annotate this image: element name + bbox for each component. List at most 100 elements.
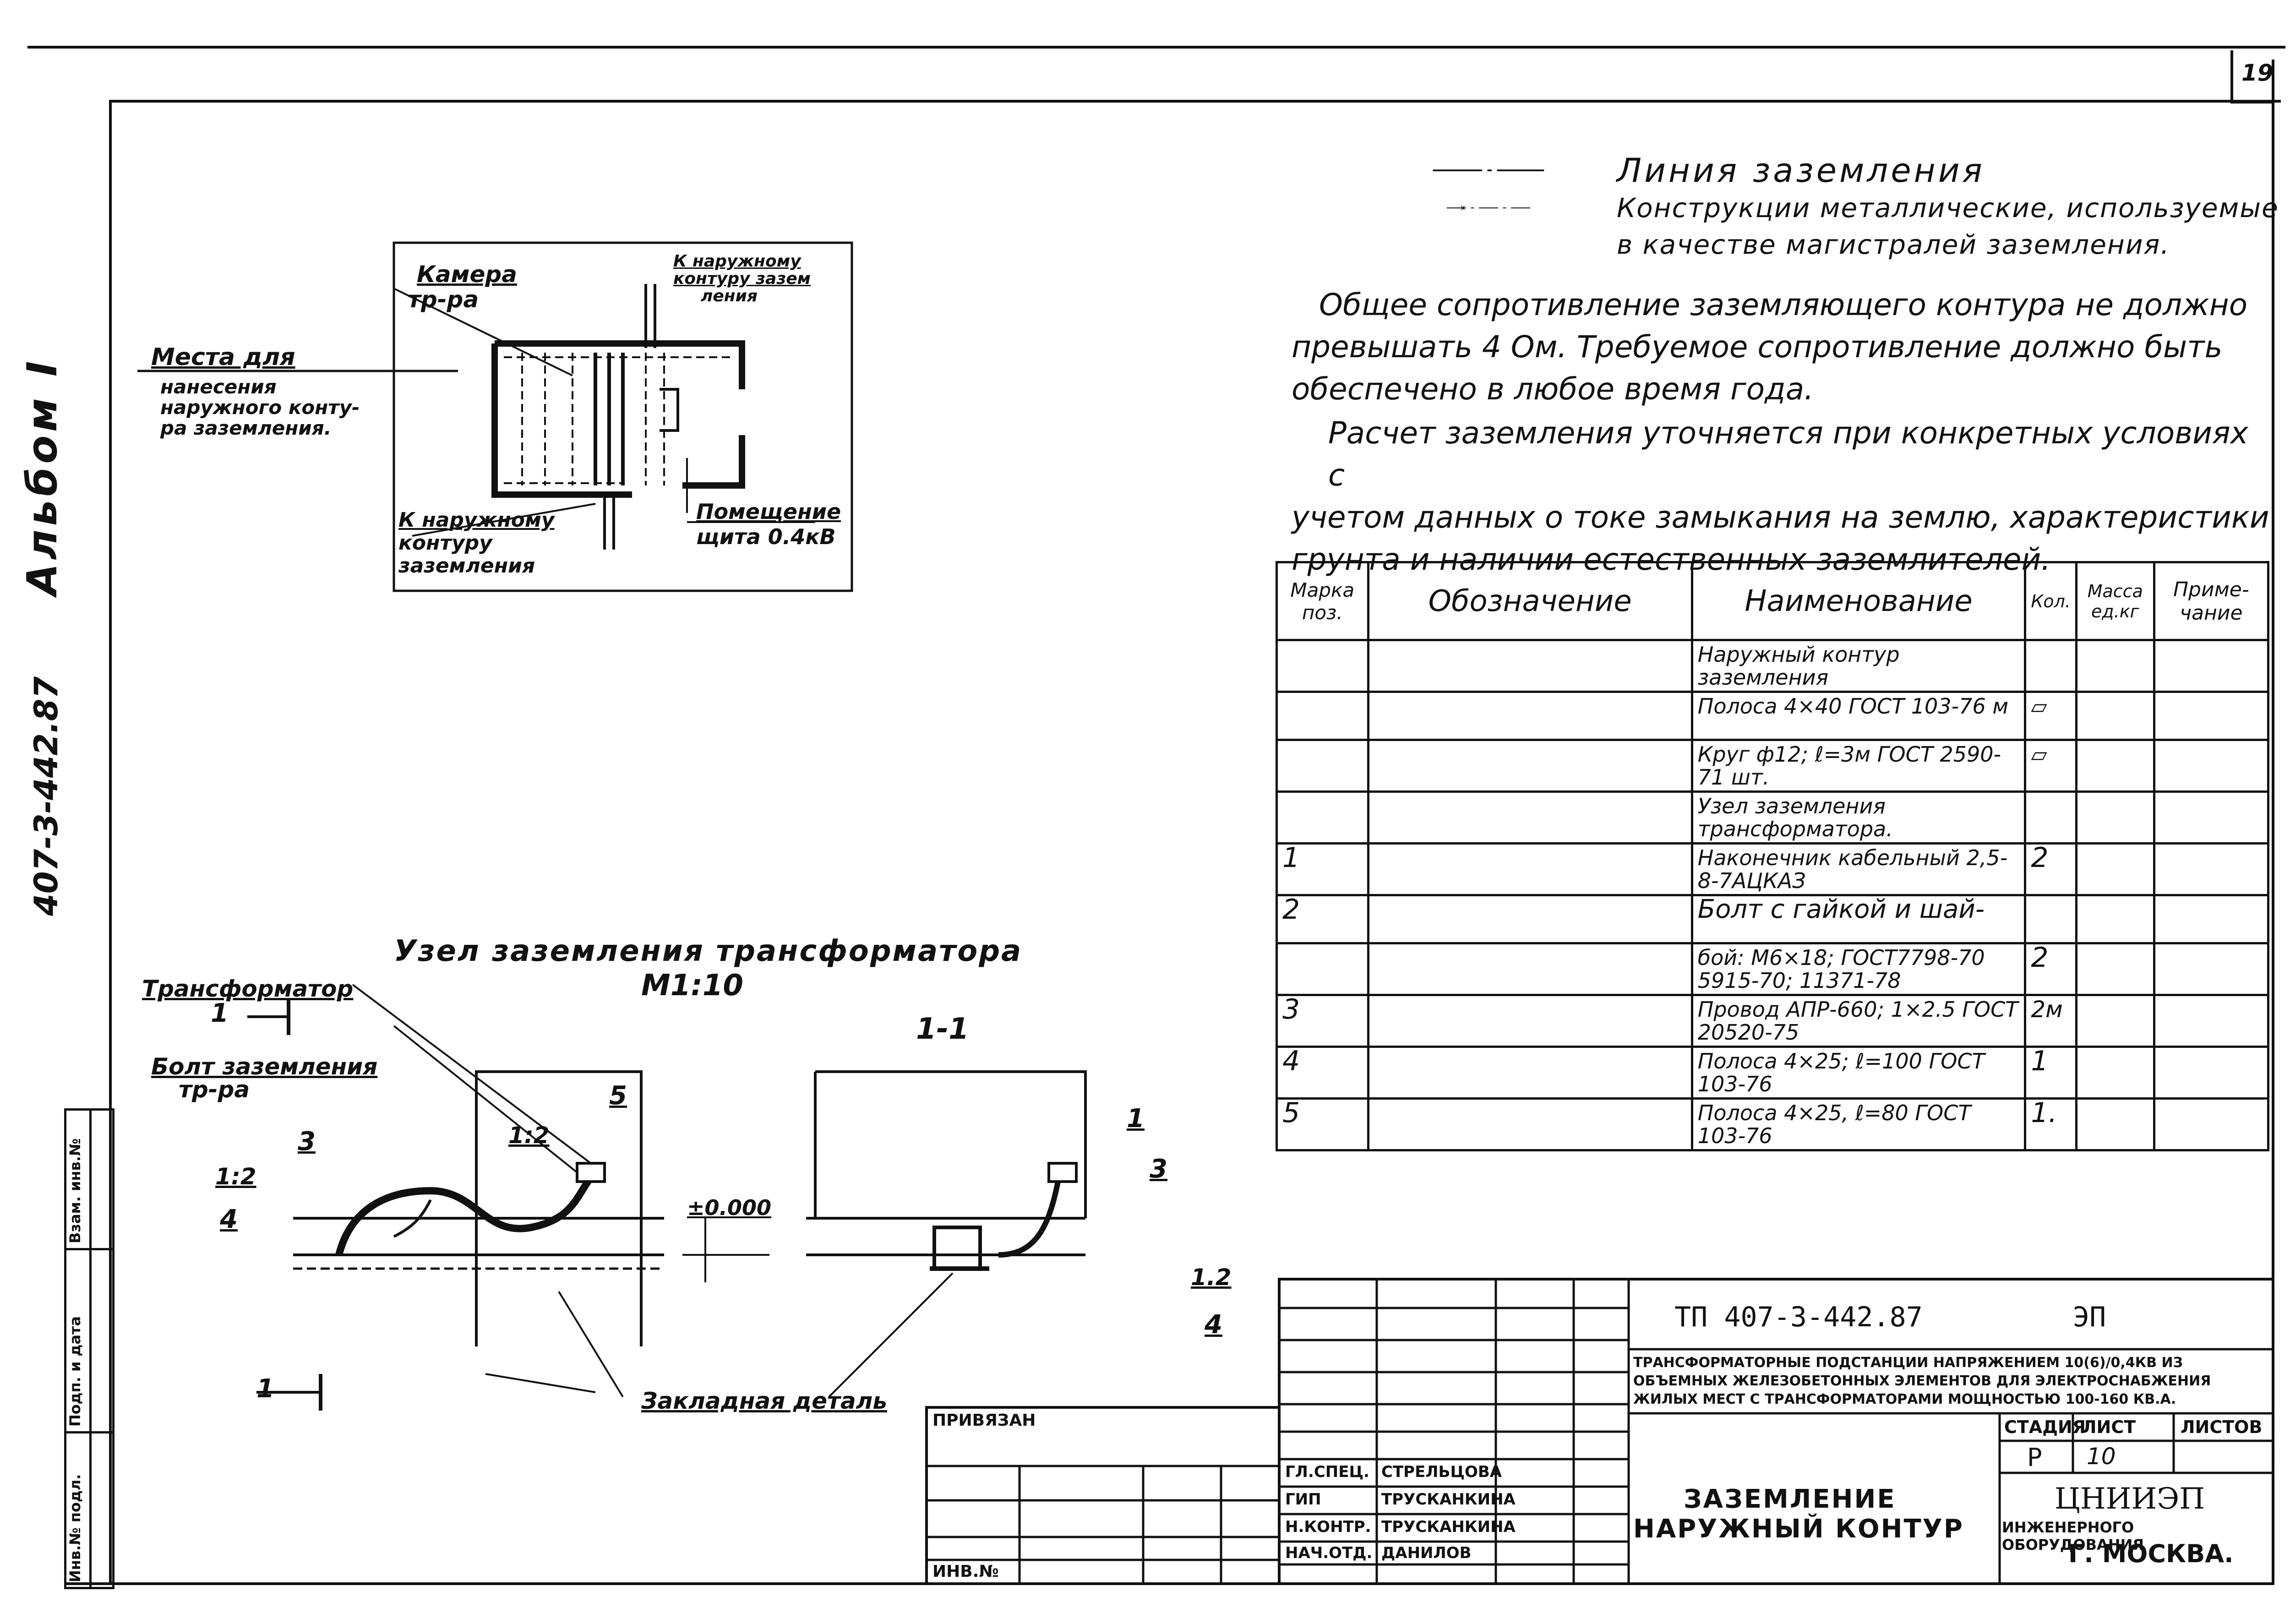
role-1: Гл.спец. xyxy=(1285,1463,1369,1481)
album-label: Альбом I xyxy=(18,339,69,595)
plan-label-k-naruzh-top-2: контуру зазем xyxy=(673,269,811,288)
spec-name: Болт с гайкой и шай- xyxy=(1690,894,2027,944)
name-2: Трусканкина xyxy=(1381,1490,1516,1509)
doc-section: ЭП xyxy=(2073,1301,2106,1333)
spec-name: бой: М6×18; ГОСТ7798-70 5915-70; 11371-7… xyxy=(1690,942,2027,996)
drawing-title-2: наружный контур xyxy=(1633,1514,1964,1544)
plan-label-k-bottom-3: заземления xyxy=(398,554,535,578)
role-3: Н.контр. xyxy=(1285,1518,1371,1536)
plan-label-mesta-4: ра заземления. xyxy=(160,417,332,439)
label-transformer: Трансформатор xyxy=(142,975,354,1002)
label-bolt-1: Болт заземления xyxy=(151,1053,378,1080)
legend-grounding-line: Линия заземления xyxy=(1369,151,1985,190)
spec-header-designation: Обозначение xyxy=(1367,561,1693,641)
privyazan-label: Привязан xyxy=(932,1411,1036,1430)
side-label-inv: Инв.№ подл. xyxy=(66,1474,84,1582)
legend-metal-structures: Конструкции металлические, используемые xyxy=(1369,192,2279,223)
spec-qty: 1. xyxy=(2024,1097,2077,1151)
side-label-podp: Подп. и дата xyxy=(66,1316,84,1427)
privyazan-block: Привязан Инв.№ xyxy=(925,1406,1281,1585)
spec-name: Полоса 4×40 ГОСТ 103-76 м xyxy=(1690,691,2027,741)
privyazan-grid xyxy=(928,1465,1281,1585)
callout-3-a: 3 xyxy=(298,1127,316,1156)
note-paragraph-2: Расчет заземления уточняется при конкрет… xyxy=(1292,412,2272,581)
spec-name: Наконечник кабельный 2,5-8-7АЦКАЗ xyxy=(1690,842,2027,896)
album-code: 407-3-442.87 xyxy=(27,676,65,916)
sheet-label: Лист xyxy=(2082,1417,2136,1437)
project-description: Трансформаторные подстанции напряжением … xyxy=(1633,1355,2211,1407)
sheet-value: 10 xyxy=(2087,1443,2116,1470)
plan-label-k-bottom-1: К наружному xyxy=(398,508,555,532)
plan-label-mesta-3: наружного конту- xyxy=(160,396,360,419)
label-bolt-2: тр-ра xyxy=(179,1076,250,1103)
spec-name: Наружный контур заземления xyxy=(1690,639,2027,693)
callout-4-b: 4 xyxy=(1205,1310,1222,1340)
inner-right-border xyxy=(2272,60,2274,1585)
plan-label-pom-2: щита 0.4кВ xyxy=(696,524,836,549)
note-2-line-1: Расчет заземления уточняется при конкрет… xyxy=(1328,415,2248,493)
inner-top-border xyxy=(110,100,2281,103)
album-name: Альбом I xyxy=(18,357,66,595)
spec-qty xyxy=(2024,790,2077,845)
grounding-line-symbol xyxy=(1433,169,1544,171)
role-2: ГИП xyxy=(1285,1490,1321,1509)
spec-poz xyxy=(1276,739,1369,793)
plan-sketch xyxy=(137,241,853,592)
org-dept: инженерного оборудования xyxy=(2002,1519,2144,1553)
callout-1-2-c: 1.2 xyxy=(1191,1264,1232,1291)
plan-label-k-naruzh-top-1: К наружному xyxy=(673,252,801,271)
plan-label-k-bottom-2: контуру xyxy=(398,531,492,555)
name-1: Стрельцова xyxy=(1381,1463,1502,1481)
callout-1-b: 1 xyxy=(1127,1104,1145,1134)
note-1-line-2: превышать 4 Ом. Требуемое сопротивление … xyxy=(1292,329,2223,365)
callout-1-2-a: 1:2 xyxy=(508,1122,550,1149)
spec-row: Наружный контур заземления xyxy=(1276,639,2270,693)
spec-qty: ▱ xyxy=(2024,739,2077,793)
legend-text-1: Линия заземления xyxy=(1617,151,1985,190)
callout-1-2-b: 1:2 xyxy=(215,1163,256,1190)
org-name: ЦНИИЭП xyxy=(2055,1482,2205,1516)
spec-header-mass: Масса ед.кг xyxy=(2075,561,2155,641)
stage-label: Стадия xyxy=(2004,1417,2086,1437)
note-1-line-1: Общее сопротивление заземляющего контура… xyxy=(1319,287,2248,322)
org-city: г. Москва. xyxy=(2068,1539,2234,1568)
spec-poz: 3 xyxy=(1276,994,1369,1048)
spec-header-name: Наименование xyxy=(1690,561,2027,641)
spec-header-mark: Марка поз. xyxy=(1276,561,1369,641)
label-zakladnaya: Закладная деталь xyxy=(641,1388,887,1414)
name-4: Данилов xyxy=(1381,1544,1472,1562)
spec-row: Узел заземления трансформатора. xyxy=(1276,790,2270,845)
drawing-title-1: Заземление xyxy=(1684,1484,1896,1514)
name-3: Трусканкина xyxy=(1381,1518,1516,1536)
spec-header-row: Марка поз. Обозначение Наименование Кол.… xyxy=(1276,561,2270,641)
side-label-vzam: Взам. инв.№ xyxy=(66,1138,84,1243)
plan-drawing: Камера тр-ра К наружному контуру зазем л… xyxy=(137,238,870,605)
page-number: 19 xyxy=(2241,60,2274,86)
stage-value: Р xyxy=(2027,1443,2042,1472)
spec-qty: 2м xyxy=(2024,994,2077,1048)
plan-label-mesta-2: нанесения xyxy=(160,376,277,398)
spec-poz: 1 xyxy=(1276,842,1369,896)
spec-qty xyxy=(2024,639,2077,693)
callout-5: 5 xyxy=(609,1081,627,1111)
side-stamp-col-divider xyxy=(89,1111,92,1587)
spec-poz xyxy=(1276,691,1369,741)
top-border xyxy=(27,46,2285,49)
spec-row: бой: М6×18; ГОСТ7798-70 5915-70; 11371-7… xyxy=(1276,942,2270,996)
spec-poz xyxy=(1276,942,1369,996)
spec-name: Узел заземления трансформатора. xyxy=(1690,790,2027,845)
legend-text-2a: Конструкции металлические, используемые xyxy=(1617,192,2279,223)
spec-qty: 2 xyxy=(2024,842,2077,896)
plan-label-mesta-1: Места для xyxy=(151,343,295,371)
spec-poz xyxy=(1276,639,1369,693)
spec-poz: 5 xyxy=(1276,1097,1369,1151)
callout-4-a: 4 xyxy=(220,1204,238,1234)
spec-poz: 4 xyxy=(1276,1046,1369,1100)
spec-name: Провод АПР-660; 1×2.5 ГОСТ 20520-75 xyxy=(1690,994,2027,1048)
spec-header-qty: Кол. xyxy=(2024,561,2077,641)
plan-label-k-naruzh-top-3: ления xyxy=(701,287,758,305)
spec-row: Полоса 4×40 ГОСТ 103-76 м▱ xyxy=(1276,691,2270,741)
